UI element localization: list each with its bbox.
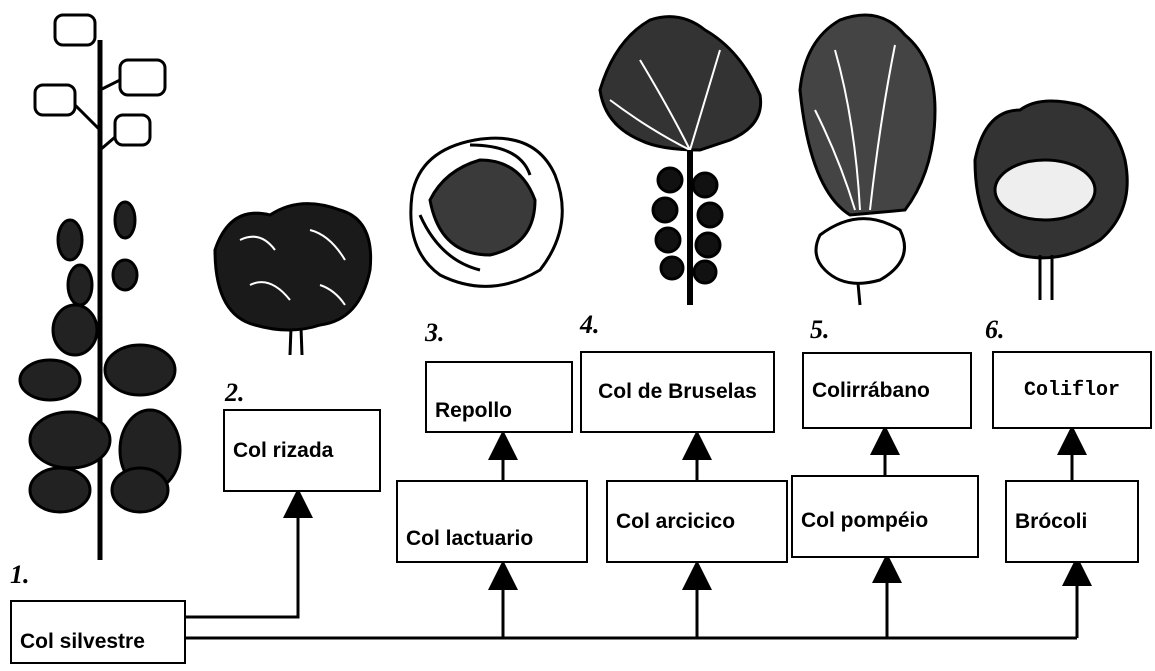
step-number-3: 3. [425, 318, 445, 348]
kale-box: Col rizada [223, 409, 381, 492]
step-number-2: 2. [225, 378, 245, 408]
kohlrabi-illustration [800, 15, 935, 305]
brussels-box: Col de Bruselas [580, 351, 775, 433]
step-number-5: 5. [810, 315, 830, 345]
arcicico-box: Col arcicico [606, 480, 788, 563]
cabbage-box: Repollo [425, 361, 573, 433]
cauliflower-illustration [975, 101, 1127, 300]
kohlrabi-box: Colirrábano [802, 352, 972, 429]
cabbage-illustration [411, 138, 562, 286]
step-number-6: 6. [985, 315, 1005, 345]
cauliflower-box: Coliflor [992, 351, 1152, 429]
step-number-4: 4. [580, 310, 600, 340]
lactuario-box: Col lactuario [396, 480, 588, 563]
brussels-sprouts-illustration [600, 17, 761, 305]
step-number-1: 1. [10, 560, 30, 590]
kale-illustration [215, 204, 371, 355]
wild-cabbage-box: Col silvestre [10, 600, 186, 664]
pompeio-box: Col pompéio [791, 475, 979, 558]
wild-cabbage-illustration [20, 15, 180, 560]
broccoli-box: Brócoli [1005, 480, 1139, 563]
